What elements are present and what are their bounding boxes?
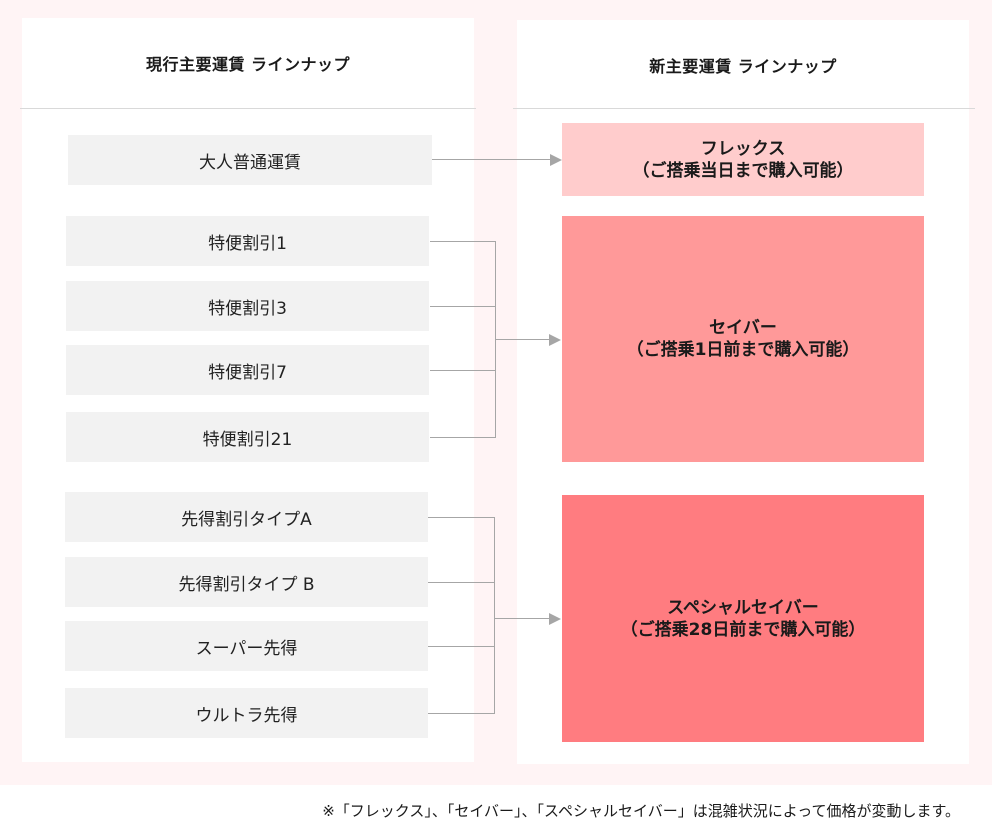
current-fares-divider	[20, 108, 476, 109]
fare-adult-regular: 大人普通運賃	[68, 135, 432, 185]
fare-tokubin-1: 特便割引1	[66, 216, 429, 266]
fare-saver-name: セイバー	[709, 318, 777, 338]
fare-special-saver: スペシャルセイバー （ご搭乗28日前まで購入可能）	[562, 495, 924, 742]
connector-line	[495, 618, 549, 619]
fare-special-saver-name: スペシャルセイバー	[667, 597, 819, 618]
connector-line	[430, 370, 496, 371]
connector-bracket	[495, 241, 496, 438]
fare-special-saver-note: （ご搭乗28日前まで購入可能）	[620, 619, 866, 640]
new-fares-divider	[513, 108, 975, 109]
fare-flex-name: フレックス	[700, 138, 786, 159]
fare-saver-note: （ご搭乗1日前まで購入可能）	[626, 340, 860, 360]
fare-tokubin-3: 特便割引3	[66, 281, 429, 331]
arrow-right-icon	[550, 154, 562, 166]
connector-line	[428, 582, 495, 583]
fare-tokubin-21: 特便割引21	[66, 412, 429, 462]
fare-sakitoku-a: 先得割引タイプA	[65, 492, 428, 542]
fare-super-sakitoku: スーパー先得	[65, 621, 428, 671]
footnote: ※「フレックス」、「セイバー」、「スペシャルセイバー」は混雑状況によって価格が変…	[322, 802, 960, 820]
connector-line	[428, 517, 495, 518]
current-fares-title: 現行主要運賃 ラインナップ	[145, 55, 351, 74]
fare-flex-note: （ご搭乗当日まで購入可能）	[632, 160, 854, 181]
fare-sakitoku-b: 先得割引タイプ B	[65, 557, 428, 607]
arrow-right-icon	[549, 334, 561, 346]
connector-line	[430, 437, 496, 438]
connector-line	[430, 241, 496, 242]
arrow-right-icon	[549, 613, 561, 625]
connector-line	[428, 713, 495, 714]
connector-line	[428, 646, 495, 647]
connector-bracket	[494, 517, 495, 714]
fare-saver: セイバー （ご搭乗1日前まで購入可能）	[562, 216, 924, 462]
fare-tokubin-7: 特便割引7	[66, 345, 429, 395]
connector-line	[496, 339, 549, 340]
fare-flex: フレックス （ご搭乗当日まで購入可能）	[562, 123, 924, 196]
connector-line	[430, 306, 496, 307]
new-fares-title: 新主要運賃 ラインナップ	[649, 57, 837, 76]
fare-ultra-sakitoku: ウルトラ先得	[65, 688, 428, 738]
connector-line	[432, 159, 550, 160]
